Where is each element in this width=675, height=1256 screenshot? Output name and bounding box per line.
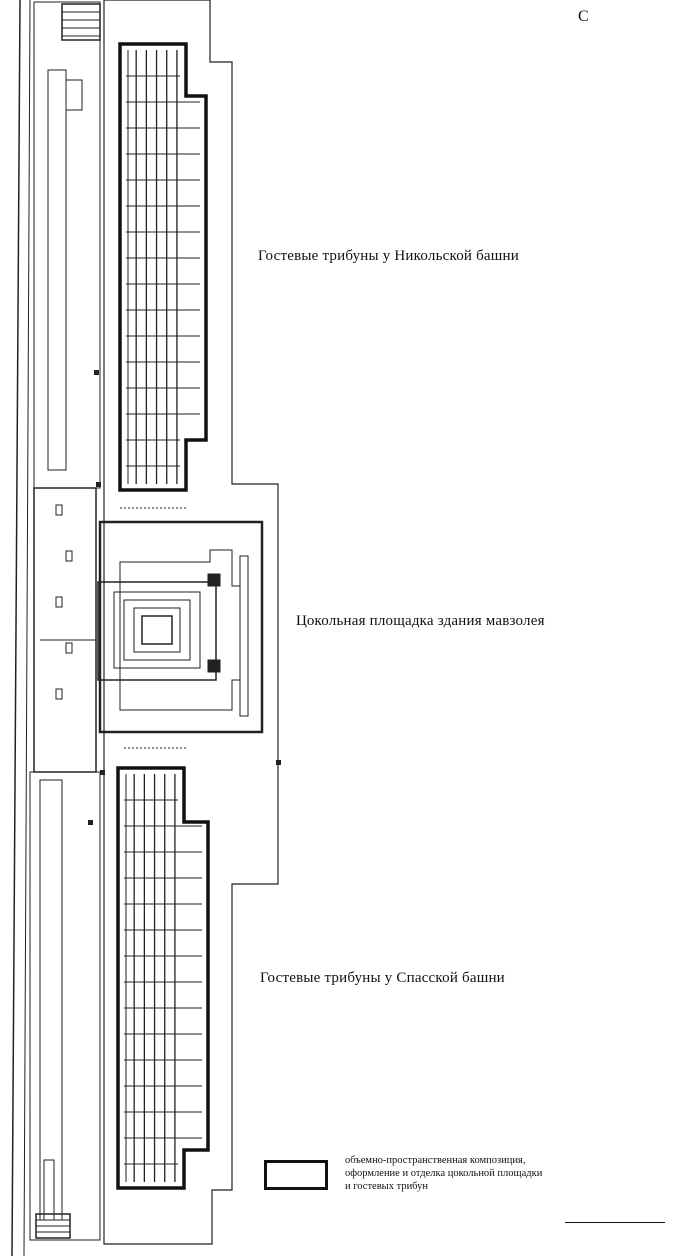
window-mark	[65, 642, 73, 654]
site-boundary	[103, 0, 279, 1245]
label-nikolskaya-stands: Гостевые трибуны у Никольской башни	[258, 248, 519, 264]
mausoleum-right-dark	[207, 659, 221, 673]
window-mark	[55, 688, 63, 700]
window-mark	[55, 504, 63, 516]
mausoleum-tier-1	[113, 591, 201, 669]
wall-walkway-slot	[43, 1159, 55, 1221]
top-stairs	[61, 3, 101, 41]
mausoleum-top	[141, 615, 173, 645]
spasskaya-stand-outline	[116, 766, 210, 1190]
marker-dot	[88, 820, 93, 825]
mausoleum-plinth-outer	[98, 520, 264, 734]
label-mausoleum-platform: Цокольная площадка здания мавзолея	[296, 613, 545, 629]
mausoleum-right-slot	[239, 555, 249, 717]
legend-swatch	[264, 1160, 328, 1190]
kremlin-wall-inner-line	[23, 0, 31, 1256]
marker-dot	[96, 482, 101, 487]
north-marker: С	[578, 8, 589, 25]
marker-dot	[100, 770, 105, 775]
wall-walkway-slot	[47, 69, 67, 471]
nikolskaya-stand-outline	[118, 42, 208, 492]
marker-dot	[276, 760, 281, 765]
legend-line: оформление и отделка цокольной площадки	[345, 1168, 543, 1179]
legend-text: объемно-пространственная композиция, офо…	[345, 1154, 665, 1193]
scale-bar	[565, 1222, 665, 1223]
marker-dot	[94, 370, 99, 375]
mausoleum-tier-3	[133, 607, 181, 653]
mausoleum-podium	[97, 581, 217, 681]
wall-walkway-slot	[65, 79, 83, 111]
kremlin-wall-line	[11, 0, 21, 1256]
window-mark	[55, 596, 63, 608]
mausoleum-right-dark	[207, 573, 221, 587]
legend-line: объемно-пространственная композиция,	[345, 1155, 526, 1166]
wall-walkway-outline	[33, 1, 101, 489]
bottom-stairs	[35, 1213, 71, 1239]
wall-walkway-slot	[39, 779, 63, 1221]
legend-line: и гостевых трибун	[345, 1181, 428, 1192]
label-spasskaya-stands: Гостевые трибуны у Спасской башни	[260, 970, 505, 986]
window-mark	[65, 550, 73, 562]
mausoleum-tier-2	[123, 599, 191, 661]
mausoleum-left-block	[33, 487, 97, 773]
